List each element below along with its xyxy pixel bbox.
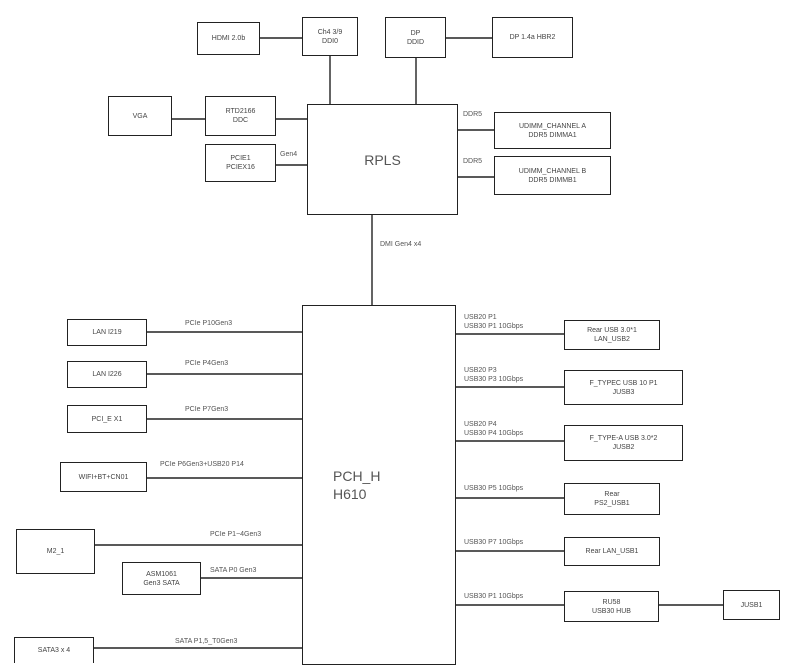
usb-hub-line2: USB30 HUB xyxy=(592,607,631,615)
pch-chip-model: H610 xyxy=(333,486,367,502)
memory-channel-a: UDIMM_CHANNEL A DDR5 DIMMA1 xyxy=(494,112,611,149)
pci-box: PCI_E X1 xyxy=(67,405,147,433)
rpls-chip-label: RPLS xyxy=(364,151,401,168)
usb-rear-box: Rear USB 3.0*1 LAN_USB2 xyxy=(564,320,660,350)
ddr-label-a: DDR5 xyxy=(463,111,483,118)
pci-box-label: PCI_E X1 xyxy=(91,415,123,423)
memory-channel-a-line1: UDIMM_CHANNEL A xyxy=(518,122,587,130)
lan2-box: LAN I226 xyxy=(67,361,147,388)
usb-typec-line1: F_TYPEC USB 10 P1 xyxy=(589,379,658,387)
u3-link-label: USB20 P4 USB30 P4 10Gbps xyxy=(464,420,523,438)
jusb1-box: JUSB1 xyxy=(723,590,780,620)
m2-box-label: M2_1 xyxy=(46,548,65,555)
memory-channel-b-line2: DDR5 DIMMB1 xyxy=(528,176,577,184)
jusb1-box-label: JUSB1 xyxy=(740,601,763,609)
sata-small-box: ASM1061 Gen3 SATA xyxy=(122,562,201,595)
usb-lan-box: Rear LAN_USB1 xyxy=(564,537,660,566)
dp-hbr-box: DP 1.4a HBR2 xyxy=(492,17,573,58)
usb-ps2-line2: PS2_USB1 xyxy=(594,500,630,507)
u6-link-label: USB30 P1 10Gbps xyxy=(464,593,524,600)
usb-ps2-line1: Rear xyxy=(604,491,620,498)
usb-hub-box: RU58 USB30 HUB xyxy=(564,591,659,622)
usb-rear-line1: Rear USB 3.0*1 xyxy=(587,327,637,334)
usb-lan-box-label: Rear LAN_USB1 xyxy=(585,548,639,555)
rt-ddc-line2: DDC xyxy=(232,117,249,124)
lan1-box: LAN I219 xyxy=(67,319,147,346)
ch-ddi-line1: Ch4 3/9 xyxy=(317,28,343,36)
lan1-box-label: LAN I219 xyxy=(92,329,122,336)
lan2-link-label: PCIe P4Gen3 xyxy=(185,360,229,367)
sata-small-link-label: SATA P0 Gen3 xyxy=(210,567,257,574)
usb-hub-line1: RU58 xyxy=(602,598,621,606)
pch-chip: PCH_H H610 xyxy=(302,305,456,665)
usb-typea-box: F_TYPE-A USB 3.0*2 JUSB2 xyxy=(564,425,683,461)
u4-link-label: USB30 P5 10Gbps xyxy=(464,485,524,492)
sata-big-link-label: SATA P1,5_T0Gen3 xyxy=(175,638,238,645)
u3-link-line2: USB30 P4 10Gbps xyxy=(464,430,524,437)
u5-link-label: USB30 P7 10Gbps xyxy=(464,539,524,546)
usb-ps2-box: Rear PS2_USB1 xyxy=(564,483,660,515)
rt-ddc-line1: RTD2166 xyxy=(225,108,256,115)
rpls-chip: RPLS xyxy=(307,104,458,215)
dp-ddi-box: DP DDID xyxy=(385,17,446,58)
sata-big-box-label: SATA3 x 4 xyxy=(37,647,71,654)
usb-typea-line1: F_TYPE-A USB 3.0*2 xyxy=(589,435,658,442)
m2-box: M2_1 xyxy=(16,529,95,574)
u2-link-line1: USB20 P3 xyxy=(464,367,497,374)
lan2-box-label: LAN I226 xyxy=(92,371,122,378)
memory-channel-a-line2: DDR5 DIMMA1 xyxy=(528,131,577,139)
hdmi-box: HDMI 2.0b xyxy=(197,22,260,55)
dp-ddi-line2: DDID xyxy=(406,38,425,46)
hdmi-box-label: HDMI 2.0b xyxy=(211,35,246,42)
pcie-slot-box: PCIE1 PCIEX16 xyxy=(205,144,276,182)
usb-typea-line2: JUSB2 xyxy=(612,444,635,451)
u2-link-line2: USB30 P3 10Gbps xyxy=(464,376,524,383)
dmi-label: DMI Gen4 x4 xyxy=(380,241,422,248)
sata-big-box: SATA3 x 4 xyxy=(14,637,94,663)
pcie-slot-line2: PCIEX16 xyxy=(226,164,255,171)
usb-typec-box: F_TYPEC USB 10 P1 JUSB3 xyxy=(564,370,683,405)
pcie-slot-line1: PCIE1 xyxy=(230,155,251,162)
u3-link-line1: USB20 P4 xyxy=(464,421,497,428)
wifi-box: WIFI+BT+CN01 xyxy=(60,462,147,492)
vga-box-label: VGA xyxy=(132,112,148,120)
u2-link-label: USB20 P3 USB30 P3 10Gbps xyxy=(464,366,523,384)
pch-chip-name: PCH_H xyxy=(333,468,381,484)
u1-link-line2: USB30 P1 10Gbps xyxy=(464,323,524,330)
lan1-link-label: PCIe P10Gen3 xyxy=(185,320,233,327)
memory-channel-b-line1: UDIMM_CHANNEL B xyxy=(518,167,587,175)
u1-link-label: USB20 P1 USB30 P1 10Gbps xyxy=(464,313,523,331)
wifi-link-label: PCIe P6Gen3+USB20 P14 xyxy=(160,461,244,468)
usb-typec-line2: JUSB3 xyxy=(612,388,635,396)
wire-layer xyxy=(94,37,723,649)
memory-channel-b: UDIMM_CHANNEL B DDR5 DIMMB1 xyxy=(494,156,611,195)
usb-rear-line2: LAN_USB2 xyxy=(594,336,630,343)
sata-small-line2: Gen3 SATA xyxy=(143,579,180,587)
ch-ddi-box: Ch4 3/9 DDI0 xyxy=(302,17,358,56)
m2-link-label: PCIe P1~4Gen3 xyxy=(210,531,262,538)
gen4-label: Gen4 xyxy=(280,151,298,158)
ddr-label-b: DDR5 xyxy=(463,158,483,165)
wifi-box-label: WIFI+BT+CN01 xyxy=(78,473,129,481)
dp-ddi-line1: DP xyxy=(410,29,421,37)
rt-ddc-box: RTD2166 DDC xyxy=(205,96,276,136)
u1-link-line1: USB20 P1 xyxy=(464,314,497,321)
pci-link-label: PCIe P7Gen3 xyxy=(185,406,229,413)
vga-box: VGA xyxy=(108,96,172,136)
ch-ddi-line2: DDI0 xyxy=(322,37,338,45)
sata-small-line1: ASM1061 xyxy=(146,570,177,578)
dp-hbr-label: DP 1.4a HBR2 xyxy=(509,34,556,41)
